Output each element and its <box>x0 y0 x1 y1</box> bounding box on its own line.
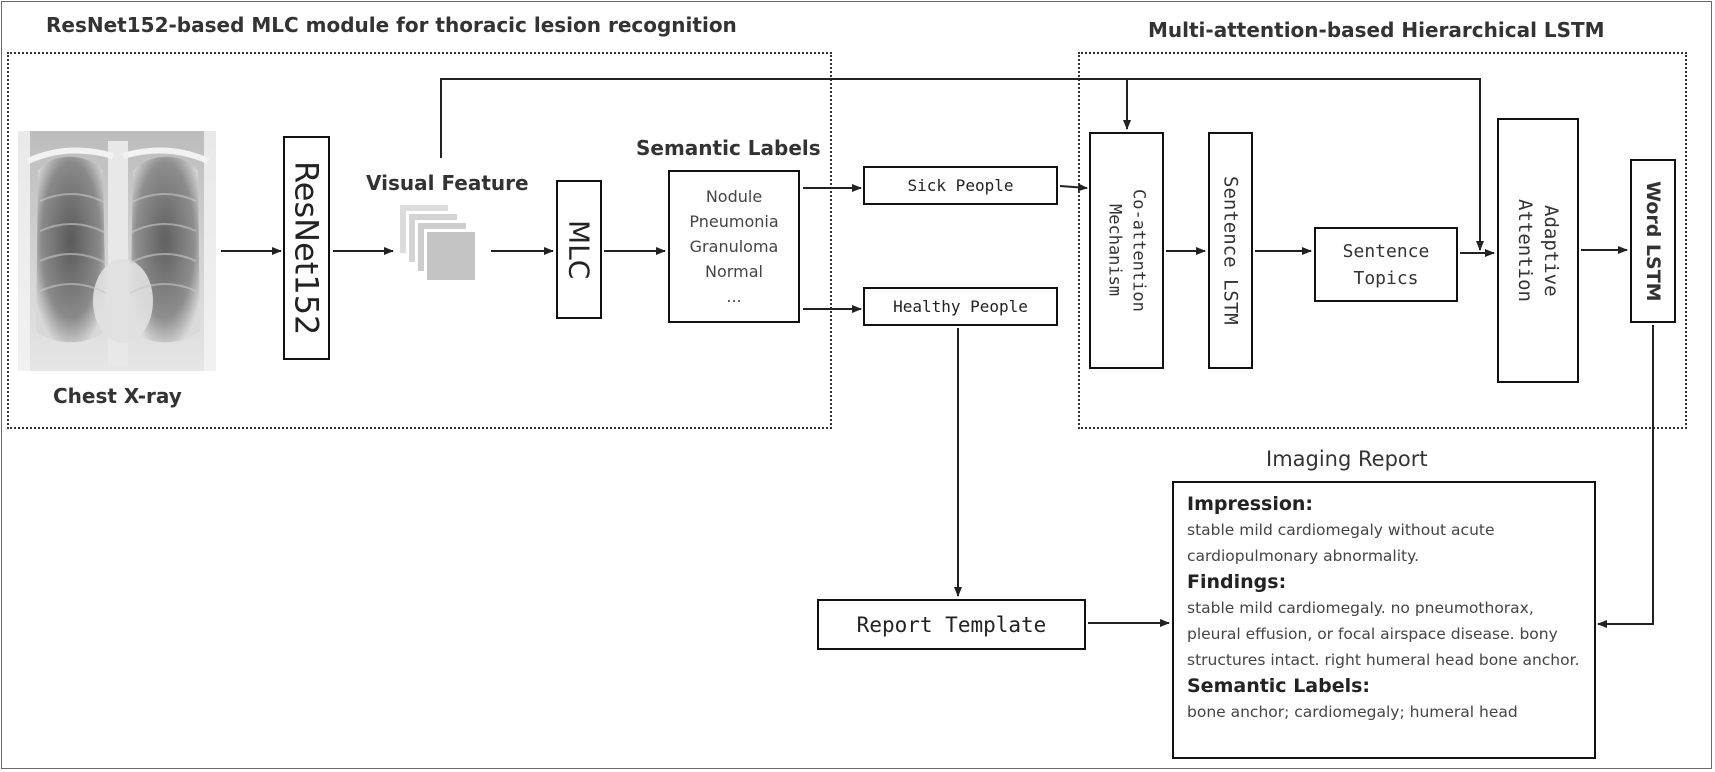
sentence-topics-label: Sentence Topics <box>1342 240 1430 289</box>
semantic-labels-box: Nodule Pneumonia Granuloma Normal ... <box>668 170 800 323</box>
co-attention-box: Co-attention Mechanism <box>1089 132 1164 369</box>
hierarchical-lstm-title: Multi-attention-based Hierarchical LSTM <box>1148 18 1605 42</box>
mlc-label: MLC <box>562 219 596 280</box>
findings-text: stable mild cardiomegaly. no pneumothora… <box>1187 599 1580 669</box>
healthy-people-label: Healthy People <box>893 297 1028 316</box>
arrow-features-to-coattention <box>440 78 1131 158</box>
imaging-report-box: Impression: stable mild cardiomegaly wit… <box>1172 481 1596 759</box>
word-lstm-label: Word LSTM <box>1642 180 1664 302</box>
healthy-people-box: Healthy People <box>863 287 1058 326</box>
arrow-features-to-adaptive <box>1127 78 1484 251</box>
chest-xray-label: Chest X-ray <box>53 384 182 408</box>
impression-text: stable mild cardiomegaly without acute c… <box>1187 521 1495 565</box>
report-template-label: Report Template <box>856 612 1047 637</box>
visual-feature-label: Visual Feature <box>366 171 529 195</box>
semantic-label-item: Nodule <box>705 187 763 206</box>
sentence-lstm-label: Sentence LSTM <box>1219 176 1242 325</box>
semantic-label-item: ... <box>726 287 742 306</box>
semantic-labels-title: Semantic Labels <box>636 136 821 160</box>
sentence-lstm-box: Sentence LSTM <box>1208 132 1253 369</box>
adaptive-attention-box: Adaptive Attention <box>1497 118 1579 383</box>
arrow-sick-to-coattention <box>1059 183 1088 192</box>
semantic-label-item: Pneumonia <box>689 212 779 231</box>
chest-xray-image <box>18 131 216 371</box>
sentence-topics-box: Sentence Topics <box>1314 227 1458 302</box>
arrow-word-lstm-to-report <box>1597 325 1654 628</box>
co-attention-label: Co-attention Mechanism <box>1104 189 1149 312</box>
hierarchical-lstm-region <box>1078 52 1687 429</box>
visual-feature-maps-icon <box>400 205 475 280</box>
semantic-label-item: Normal <box>705 262 763 281</box>
adaptive-attention-label: Adaptive Attention <box>1514 199 1562 302</box>
sick-people-label: Sick People <box>907 176 1014 195</box>
word-lstm-box: Word LSTM <box>1630 159 1676 323</box>
mlc-module-title: ResNet152-based MLC module for thoracic … <box>46 13 737 37</box>
semantic-label-item: Granuloma <box>689 237 779 256</box>
impression-heading: Impression: <box>1187 493 1314 515</box>
resnet152-box: ResNet152 <box>283 136 330 360</box>
report-template-box: Report Template <box>817 599 1086 650</box>
sick-people-box: Sick People <box>863 166 1058 205</box>
mlc-box: MLC <box>556 180 602 319</box>
report-semantic-labels-text: bone anchor; cardiomegaly; humeral head <box>1187 703 1518 721</box>
imaging-report-title: Imaging Report <box>1266 447 1428 471</box>
findings-heading: Findings: <box>1187 571 1287 593</box>
mlc-module-region <box>7 52 832 429</box>
resnet152-label: ResNet152 <box>287 160 326 336</box>
report-semantic-labels-heading: Semantic Labels: <box>1187 675 1371 697</box>
